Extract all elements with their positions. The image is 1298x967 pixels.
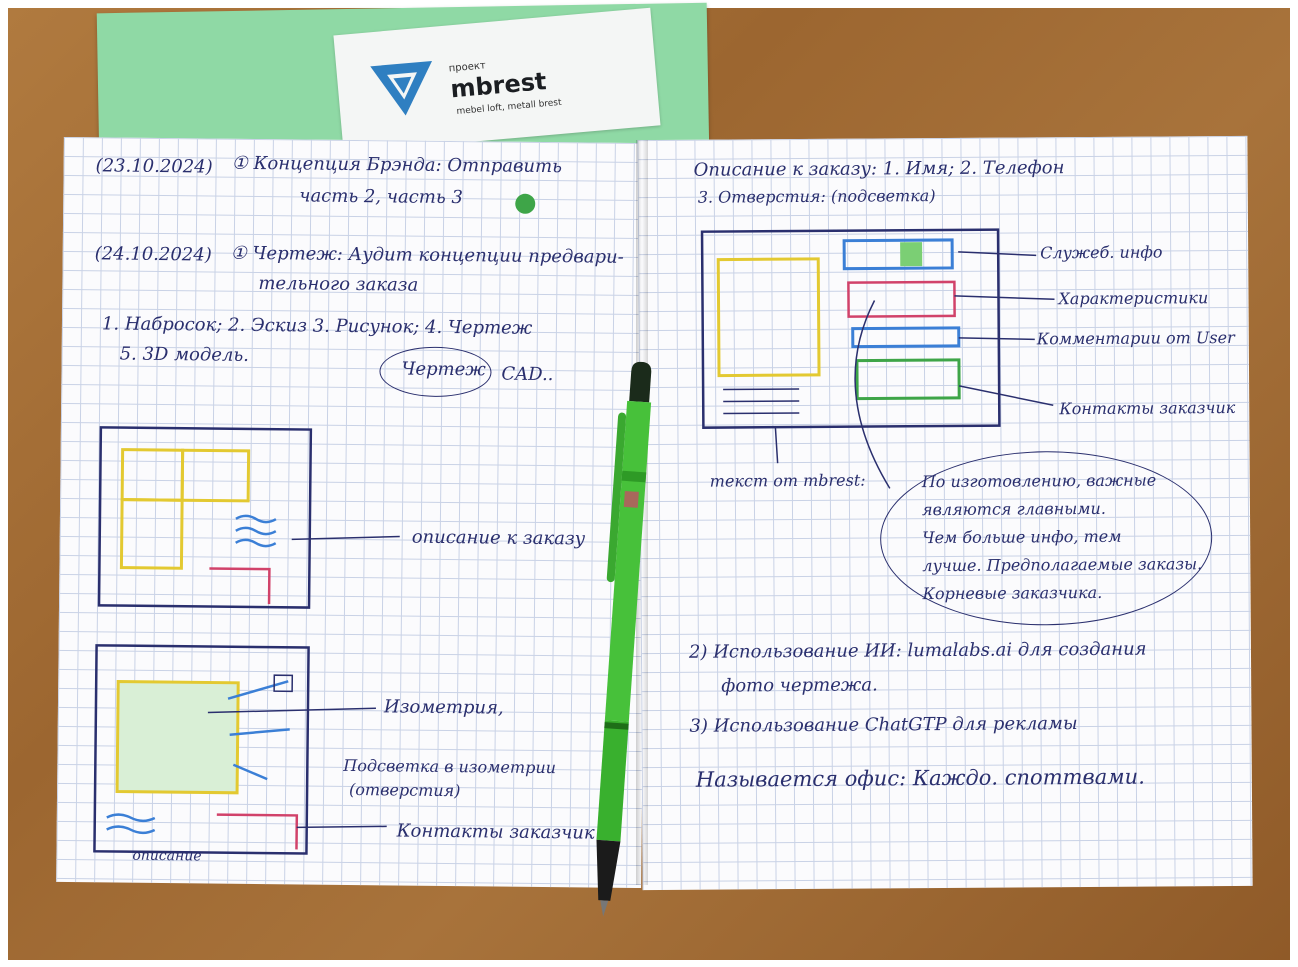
notebook-right-page: Описание к заказу: 1. Имя; 2. Телефон 3.… <box>637 135 1253 891</box>
holes-annotation-a: Подсветка в изометрии <box>343 755 557 778</box>
isometry-annotation: Изометрия, <box>383 696 504 719</box>
item-2a: 2) Использование ИИ: lumalabs.ai для соз… <box>688 638 1147 663</box>
final-note: Называется офис: Каждо. споттвами. <box>695 764 1145 792</box>
green-folder: проект mbrest mebel loft, metall brest <box>96 2 710 164</box>
contacts-annotation: Контакты заказчик <box>396 820 595 844</box>
annotation-comments: Комментарии от User <box>1036 327 1235 349</box>
right-sketch <box>700 228 1055 489</box>
oval-line-1: По изготовлению, важные <box>921 470 1157 492</box>
desc-annotation: описание к заказу <box>411 526 586 550</box>
green-pen-icon <box>596 361 652 917</box>
item-2b: фото чертежа. <box>721 674 878 697</box>
notebook-left-page: (23.10.2024) ① Концепция Брэнда: Отправи… <box>56 136 649 889</box>
oval-line-5: Корневые заказчика. <box>922 582 1103 604</box>
oval-line-4: лучше. Предполагаемые заказы. <box>922 554 1203 576</box>
brand-label: проект mbrest mebel loft, metall brest <box>333 7 661 153</box>
desc-short-annotation: описание <box>132 847 202 865</box>
oval-line-2: являются главными. <box>921 498 1106 520</box>
oval-line-3: Чем больше инфо, тем <box>922 526 1122 548</box>
holes-annotation-b: (отверстия) <box>348 779 461 801</box>
annotation-contacts: Контакты заказчик <box>1059 397 1236 419</box>
text-from-mbrest: текст от mbrest: <box>709 470 866 491</box>
annotation-service-info: Служеб. инфо <box>1040 242 1163 263</box>
annotation-specs: Характеристики <box>1058 288 1209 309</box>
mbrest-logo-icon <box>370 60 433 116</box>
item-3: 3) Использование ChatGTP для рекламы <box>689 713 1078 737</box>
left-sketches <box>93 426 400 855</box>
